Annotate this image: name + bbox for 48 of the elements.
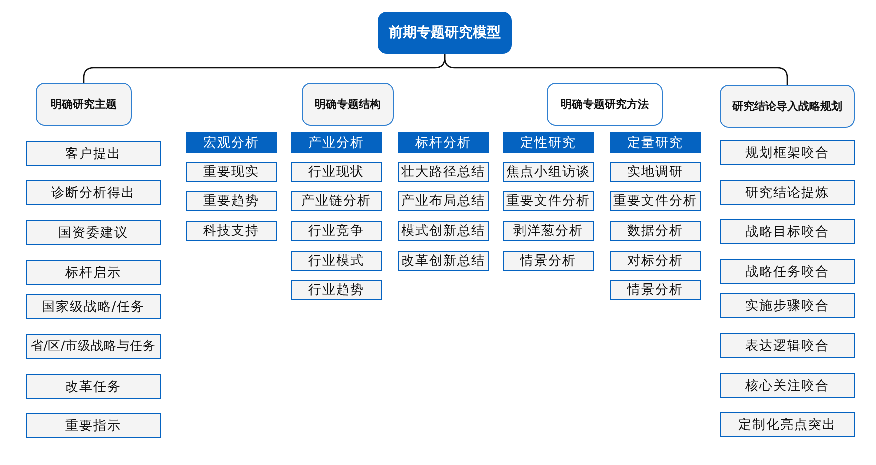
item-box: 战略目标咬合 (720, 219, 855, 244)
item-box: 改革任务 (26, 374, 161, 399)
item-box: 产业布局总结 (398, 191, 489, 211)
item-box: 核心关注咬合 (720, 373, 855, 398)
connector-line (444, 54, 788, 85)
item-box: 研究结论提炼 (720, 180, 855, 205)
item-box: 重要指示 (26, 413, 161, 438)
topic-box: 明确专题研究方法 (547, 83, 663, 126)
item-box: 数据分析 (610, 221, 701, 241)
item-box: 行业趋势 (291, 280, 382, 300)
item-box: 实施步骤咬合 (720, 293, 855, 318)
item-box: 表达逻辑咬合 (720, 333, 855, 358)
topic-box: 研究结论导入战略规划 (720, 85, 855, 128)
category-header: 宏观分析 (186, 132, 277, 153)
item-box: 焦点小组访谈 (503, 162, 594, 182)
item-box: 情景分析 (610, 280, 701, 300)
item-box: 壮大路径总结 (398, 162, 489, 182)
item-box: 国资委建议 (26, 220, 161, 245)
topic-box: 明确研究主题 (36, 83, 132, 126)
item-box: 重要趋势 (186, 191, 277, 211)
category-header: 定量研究 (610, 132, 701, 153)
item-box: 改革创新总结 (398, 251, 489, 271)
item-box: 规划框架咬合 (720, 140, 855, 165)
item-box: 模式创新总结 (398, 221, 489, 241)
title-box: 前期专题研究模型 (378, 12, 512, 54)
item-box: 行业竞争 (291, 221, 382, 241)
item-box: 行业现状 (291, 162, 382, 182)
item-box: 客户提出 (26, 141, 161, 166)
item-box: 重要文件分析 (610, 191, 701, 211)
item-box: 对标分析 (610, 251, 701, 271)
item-box: 行业模式 (291, 251, 382, 271)
item-box: 定制化亮点突出 (720, 412, 855, 437)
item-box: 省/区/市级战略与任务 (26, 334, 161, 359)
item-box: 重要文件分析 (503, 191, 594, 211)
item-box: 战略任务咬合 (720, 259, 855, 284)
item-box: 诊断分析得出 (26, 180, 161, 205)
item-box: 情景分析 (503, 251, 594, 271)
category-header: 产业分析 (291, 132, 382, 153)
item-box: 科技支持 (186, 221, 277, 241)
item-box: 重要现实 (186, 162, 277, 182)
item-box: 剥洋葱分析 (503, 221, 594, 241)
topic-box: 明确专题结构 (302, 83, 394, 126)
item-box: 产业链分析 (291, 191, 382, 211)
item-box: 实地调研 (610, 162, 701, 182)
item-box: 标杆启示 (26, 260, 161, 285)
item-box: 国家级战略/任务 (26, 294, 161, 319)
category-header: 标杆分析 (398, 132, 489, 153)
category-header: 定性研究 (503, 132, 594, 153)
